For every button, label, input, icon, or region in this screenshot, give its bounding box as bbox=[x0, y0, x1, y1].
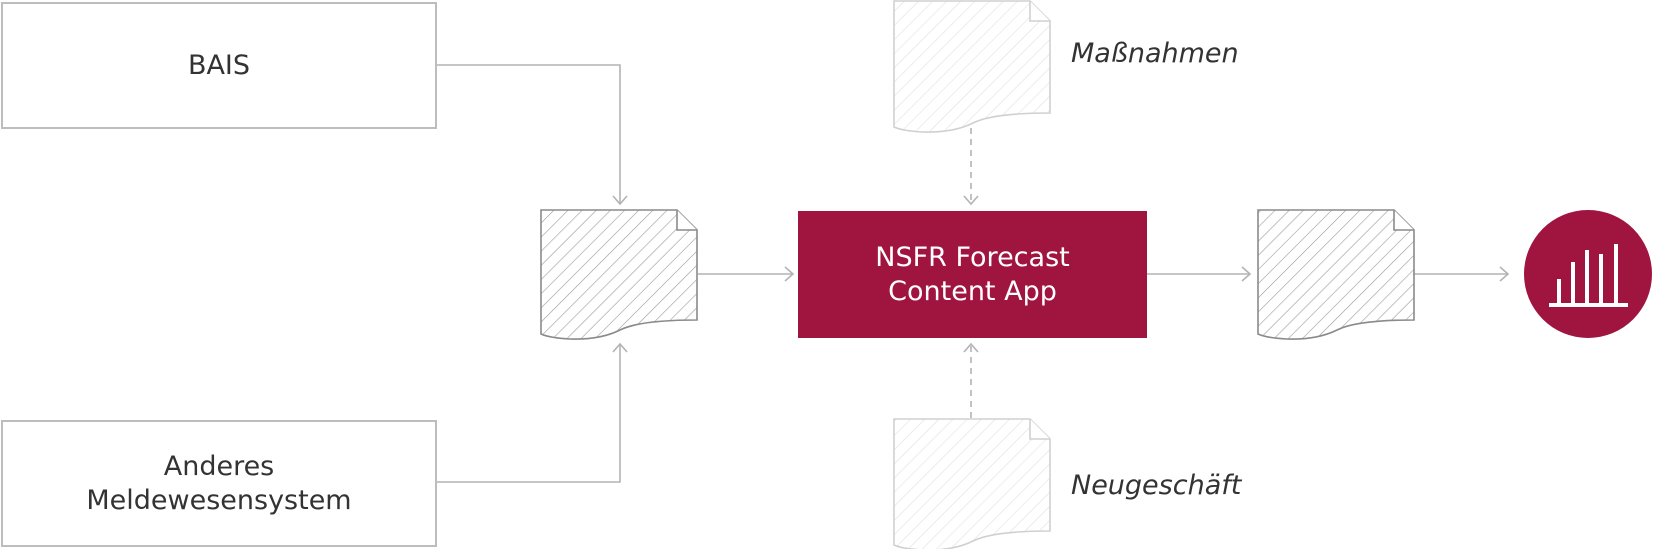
new-business-label: Neugeschäft bbox=[1071, 470, 1242, 501]
source-label-bais: BAIS bbox=[187, 49, 251, 81]
source-box-bais: BAIS bbox=[1, 2, 437, 129]
connector-new-business-to-app bbox=[963, 342, 979, 418]
document-icon bbox=[893, 418, 1051, 549]
source-label-other-line2: Meldewesensystem bbox=[86, 484, 352, 516]
app-title-line1: NSFR Forecast bbox=[875, 241, 1070, 273]
app-title-line2: Content App bbox=[888, 275, 1057, 307]
source-box-other-reporting-system: Anderes Meldewesensystem bbox=[1, 420, 437, 547]
document-icon bbox=[540, 209, 698, 340]
connector-other-to-document bbox=[436, 342, 628, 483]
measures-label: Maßnahmen bbox=[1071, 38, 1239, 69]
connector-app-to-output-document bbox=[1146, 266, 1252, 282]
connector-bais-to-document bbox=[436, 64, 628, 206]
connector-output-document-to-chart bbox=[1413, 266, 1510, 282]
bar-chart-icon bbox=[1524, 210, 1652, 338]
app-box: NSFR Forecast Content App bbox=[798, 211, 1147, 338]
source-label-other-line1: Anderes bbox=[163, 450, 275, 482]
connector-measures-to-app bbox=[963, 128, 979, 206]
connector-document-to-app bbox=[698, 266, 795, 282]
document-icon bbox=[1257, 209, 1415, 340]
document-icon bbox=[893, 0, 1051, 133]
